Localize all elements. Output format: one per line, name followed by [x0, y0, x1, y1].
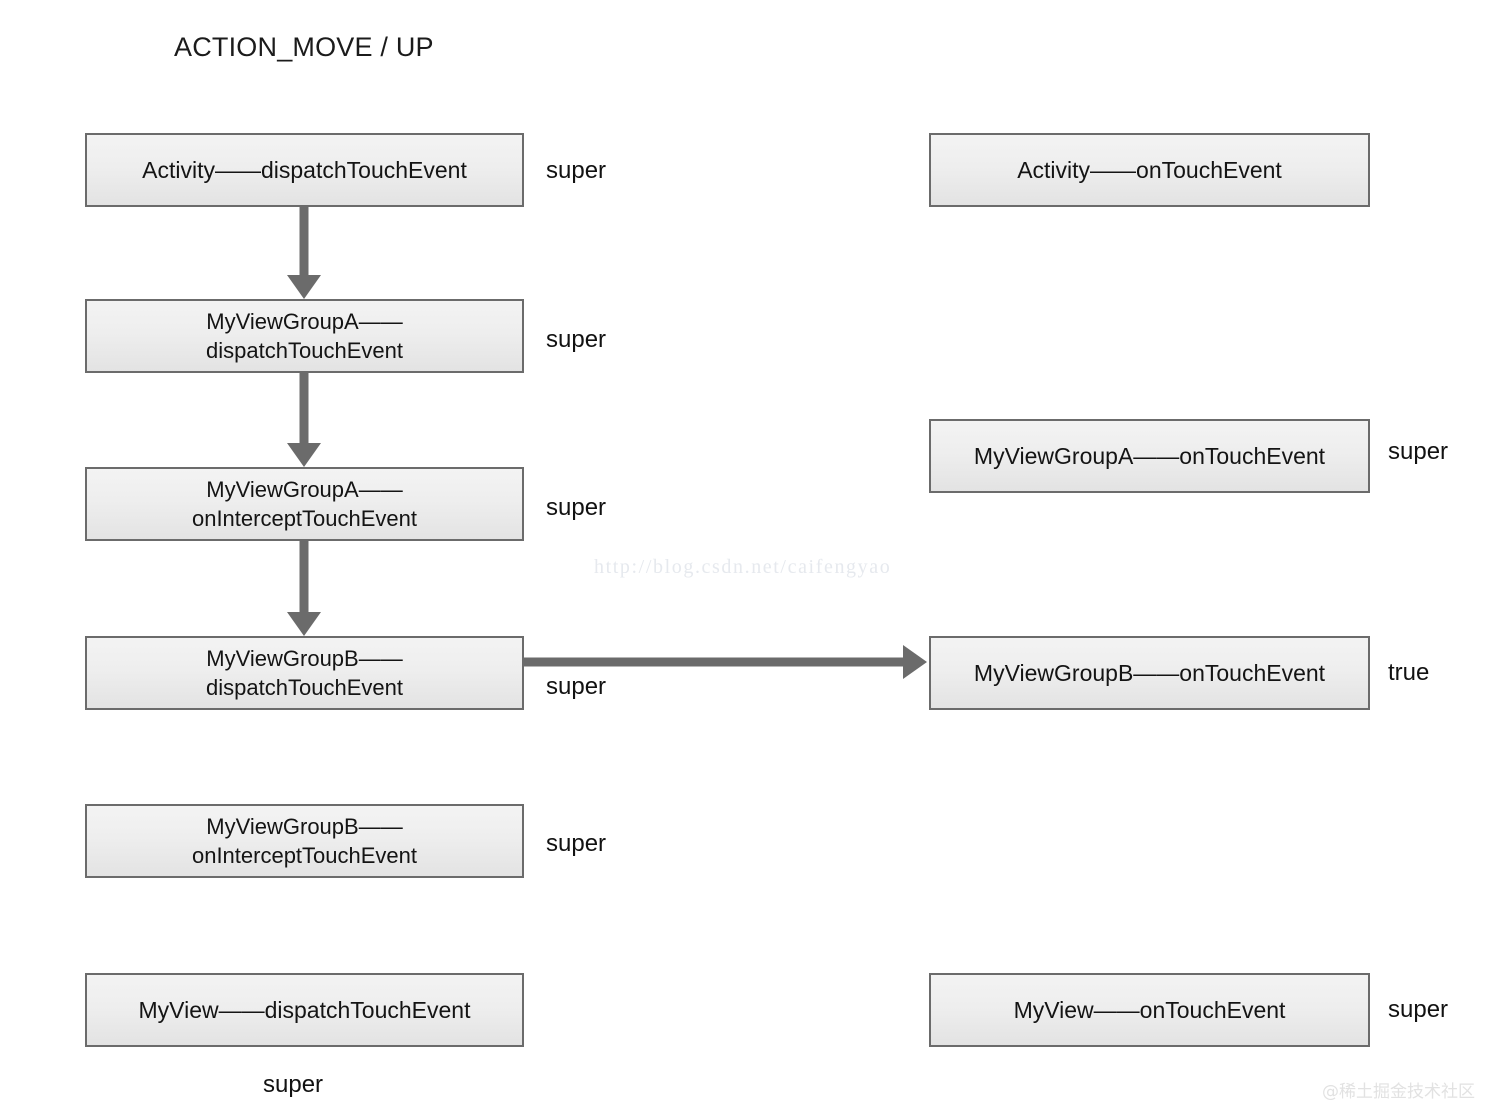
node-viewgroupb-onintercept[interactable]: MyViewGroupB—— onInterceptTouchEvent: [85, 804, 524, 878]
node-viewgroupa-dispatch[interactable]: MyViewGroupA—— dispatchTouchEvent: [85, 299, 524, 373]
node-label: Activity——dispatchTouchEvent: [142, 156, 467, 183]
node-label: MyViewGroupA——onTouchEvent: [973, 442, 1326, 469]
return-label-activity-dispatch: super: [546, 157, 607, 184]
node-viewgroupb-dispatch[interactable]: MyViewGroupB—— dispatchTouchEvent: [85, 636, 524, 710]
watermark-brand: @稀土掘金技术社区: [1322, 1082, 1475, 1102]
node-viewgroupb-ontouch[interactable]: MyViewGroupB——onTouchEvent: [929, 636, 1370, 710]
return-label-viewgroupb-ontouch: true: [1388, 659, 1430, 686]
return-label-viewgroupa-onintercept: super: [546, 494, 607, 521]
node-viewgroupa-ontouch[interactable]: MyViewGroupA——onTouchEvent: [929, 419, 1370, 493]
node-label: MyViewGroupA—— dispatchTouchEvent: [206, 308, 403, 363]
arrow-down-icon: [287, 373, 321, 467]
return-label-myview-dispatch: super: [263, 1071, 324, 1098]
return-label-viewgroupb-onintercept: super: [546, 830, 607, 857]
node-activity-ontouch[interactable]: Activity——onTouchEvent: [929, 133, 1370, 207]
page-title: ACTION_MOVE / UP: [174, 32, 434, 62]
watermark-url: http://blog.csdn.net/caifengyao: [594, 556, 892, 578]
node-label: MyViewGroupB——onTouchEvent: [973, 659, 1326, 686]
return-label-viewgroupa-dispatch: super: [546, 326, 607, 353]
node-viewgroupa-onintercept[interactable]: MyViewGroupA—— onInterceptTouchEvent: [85, 467, 524, 541]
node-label: MyViewGroupB—— dispatchTouchEvent: [206, 645, 403, 700]
node-label: Activity——onTouchEvent: [1017, 156, 1282, 183]
arrow-down-icon: [287, 541, 321, 636]
return-label-viewgroupb-dispatch: super: [546, 673, 607, 700]
node-label: MyViewGroupA—— onInterceptTouchEvent: [191, 476, 418, 531]
return-label-myview-ontouch: super: [1388, 996, 1449, 1023]
arrow-right-icon: [524, 645, 927, 679]
node-label: MyView——onTouchEvent: [1013, 996, 1286, 1023]
node-myview-ontouch[interactable]: MyView——onTouchEvent: [929, 973, 1370, 1047]
node-label: MyViewGroupB—— onInterceptTouchEvent: [191, 813, 418, 868]
return-label-viewgroupa-ontouch: super: [1388, 438, 1449, 465]
node-activity-dispatch[interactable]: Activity——dispatchTouchEvent: [85, 133, 524, 207]
node-myview-dispatch[interactable]: MyView——dispatchTouchEvent: [85, 973, 524, 1047]
arrow-down-icon: [287, 207, 321, 299]
node-label: MyView——dispatchTouchEvent: [138, 996, 471, 1023]
